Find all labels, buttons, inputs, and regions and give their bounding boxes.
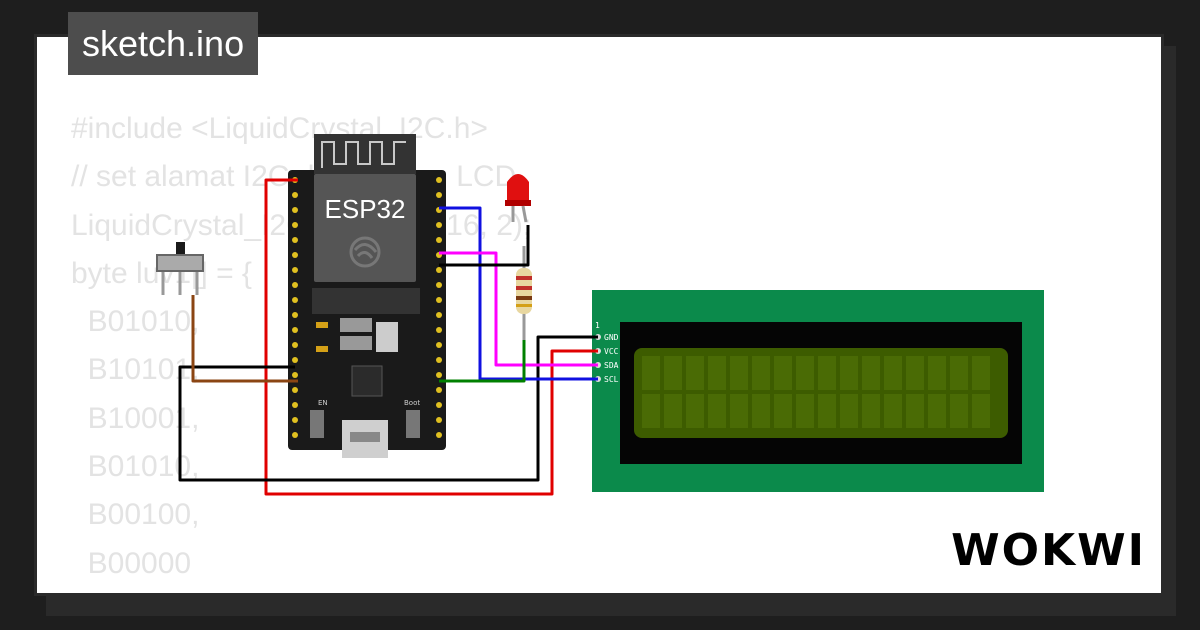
- lcd-display[interactable]: 1 GND VCC SDA SCL: [592, 290, 1044, 492]
- code-line: B01010,: [71, 305, 200, 339]
- lcd-pin-sda: SDA: [604, 361, 619, 370]
- wire-red-vcc: [264, 178, 598, 496]
- wire-magenta-sda: [439, 251, 598, 367]
- lcd-pin-one-label: 1: [595, 321, 600, 330]
- lcd-pin-vcc: VCC: [604, 347, 619, 356]
- wire-brown-switch: [191, 295, 298, 383]
- esp32-label: ESP32: [325, 194, 406, 224]
- sketch-file-tab[interactable]: sketch.ino: [68, 12, 259, 75]
- wokwi-logo: WOKWI: [951, 525, 1146, 576]
- wire-green-resistor: [439, 340, 526, 383]
- lcd-pin-gnd: GND: [604, 333, 619, 342]
- resistor[interactable]: [516, 246, 532, 340]
- wire-black-gnd: [178, 335, 598, 482]
- code-line: B00100,: [71, 498, 200, 532]
- lcd-pin-scl: SCL: [604, 375, 619, 384]
- wire-black-led: [439, 225, 530, 267]
- esp32-board[interactable]: ESP32 EN Boot: [288, 134, 446, 458]
- slide-switch[interactable]: [156, 242, 204, 295]
- code-line: B00000: [71, 546, 192, 580]
- boot-button-label: Boot: [404, 399, 420, 407]
- en-button-label: EN: [318, 399, 328, 407]
- red-led[interactable]: [505, 174, 531, 223]
- wires: [178, 178, 598, 496]
- wire-blue-scl: [439, 206, 598, 381]
